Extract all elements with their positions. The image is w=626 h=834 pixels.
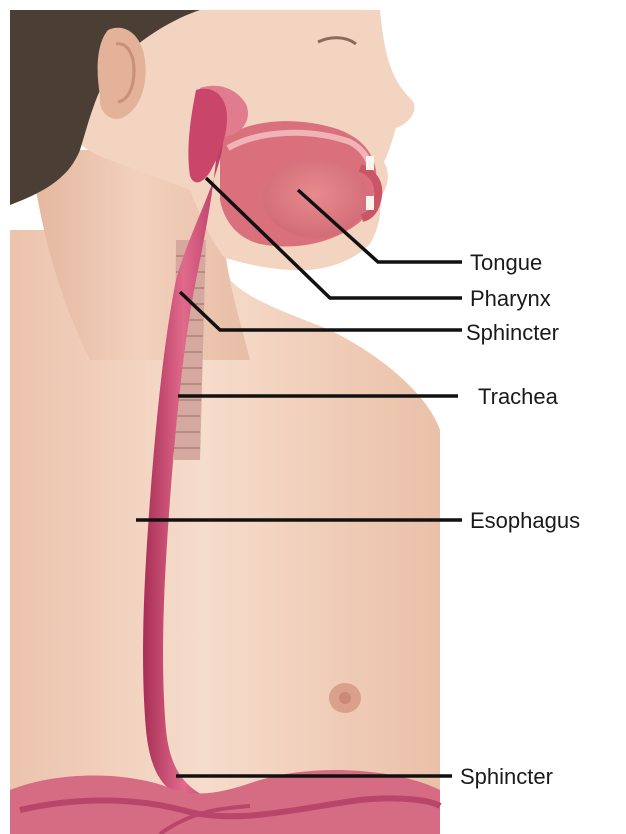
tongue-shape bbox=[263, 158, 367, 238]
label-tongue: Tongue bbox=[470, 252, 542, 274]
teeth-lower bbox=[366, 196, 374, 210]
teeth-upper bbox=[366, 156, 374, 170]
label-esophagus: Esophagus bbox=[470, 510, 580, 532]
label-lower-sphincter: Sphincter bbox=[460, 766, 553, 788]
label-upper-sphincter: Sphincter bbox=[466, 322, 559, 344]
label-trachea: Trachea bbox=[478, 386, 558, 408]
nipple-center bbox=[339, 692, 351, 704]
label-pharynx: Pharynx bbox=[470, 288, 551, 310]
